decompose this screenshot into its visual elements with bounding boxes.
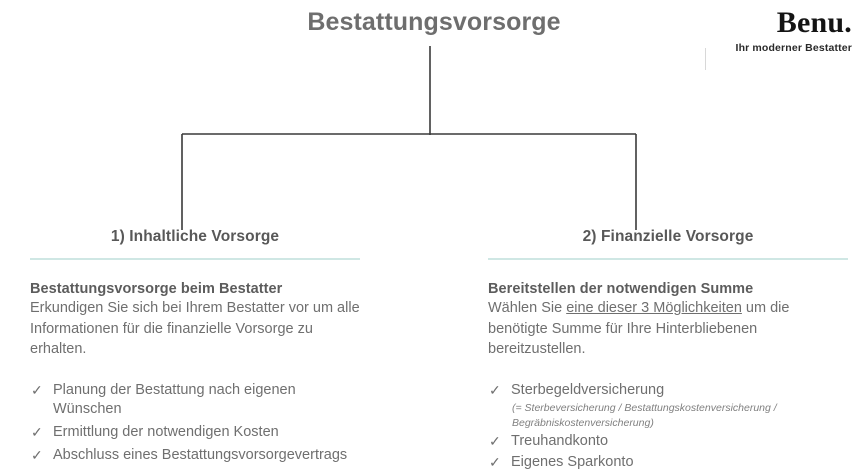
check-icon: ✓	[489, 432, 501, 449]
branch-inhaltliche-vorsorge: 1) Inhaltliche Vorsorge Bestattungsvorso…	[30, 228, 360, 469]
check-icon: ✓	[31, 381, 43, 398]
branch-divider	[488, 258, 848, 260]
list-item-note: (= Sterbeversicherung / Bestattungskoste…	[512, 402, 777, 429]
list-item-label: Abschluss eines Bestattungsvorsorgevertr…	[53, 446, 348, 463]
lead-body-pre: Wählen Sie	[488, 300, 567, 316]
list-item: ✓ Treuhandkonto	[488, 432, 848, 452]
list-item: ✓ Ermittlung der notwendigen Kosten	[30, 423, 360, 443]
page-title: Bestattungsvorsorge	[307, 8, 561, 36]
branch-bullet-list: ✓ Sterbegeldversicherung (= Sterbeversic…	[488, 381, 848, 473]
logo-divider-rule	[705, 48, 706, 70]
check-icon: ✓	[31, 446, 43, 463]
list-item-label: Treuhandkonto	[511, 432, 609, 449]
list-item-label: Ermittlung der notwendigen Kosten	[53, 424, 279, 441]
branch-heading: 2) Finanzielle Vorsorge	[582, 228, 754, 245]
logo-wordmark: Benu.	[776, 6, 852, 39]
lead-body-underlined: eine dieser 3 Möglichkeiten	[566, 300, 742, 316]
branch-finanzielle-vorsorge: 2) Finanzielle Vorsorge Bereitstellen de…	[488, 228, 848, 475]
list-item-label: Planung der Bestattung nach eigenen Wüns…	[53, 381, 296, 418]
list-item: ✓ Sterbegeldversicherung (= Sterbeversic…	[488, 381, 848, 430]
check-icon: ✓	[489, 381, 501, 398]
list-item: ✓ Abschluss eines Bestattungsvorsorgever…	[30, 446, 360, 466]
branch-lead-title: Bestattungsvorsorge beim Bestatter	[30, 281, 283, 297]
list-item-label: Sterbegeldversicherung	[511, 381, 665, 398]
lead-body-post: um die benötigte Summe für Ihre Hinterbl…	[488, 300, 790, 358]
branch-lead-body: Erkundigen Sie sich bei Ihrem Bestatter …	[30, 298, 360, 360]
list-item: ✓ Eigenes Sparkonto	[488, 453, 848, 473]
brand-logo: Benu. Ihr moderner Bestatter	[702, 6, 852, 70]
check-icon: ✓	[489, 454, 501, 471]
branch-divider	[30, 258, 360, 260]
check-icon: ✓	[31, 424, 43, 441]
branch-lead-body: Wählen Sie eine dieser 3 Möglichkeiten u…	[488, 298, 848, 360]
branch-heading: 1) Inhaltliche Vorsorge	[110, 228, 280, 245]
branch-bullet-list: ✓ Planung der Bestattung nach eigenen Wü…	[30, 381, 360, 466]
list-item: ✓ Planung der Bestattung nach eigenen Wü…	[30, 381, 360, 420]
branch-lead-title: Bereitstellen der notwendigen Summe	[488, 281, 754, 297]
list-item-label: Eigenes Sparkonto	[511, 454, 634, 471]
logo-tagline: Ihr moderner Bestatter	[735, 42, 852, 54]
lead-body-pre: Erkundigen Sie sich bei Ihrem Bestatter …	[30, 300, 360, 358]
